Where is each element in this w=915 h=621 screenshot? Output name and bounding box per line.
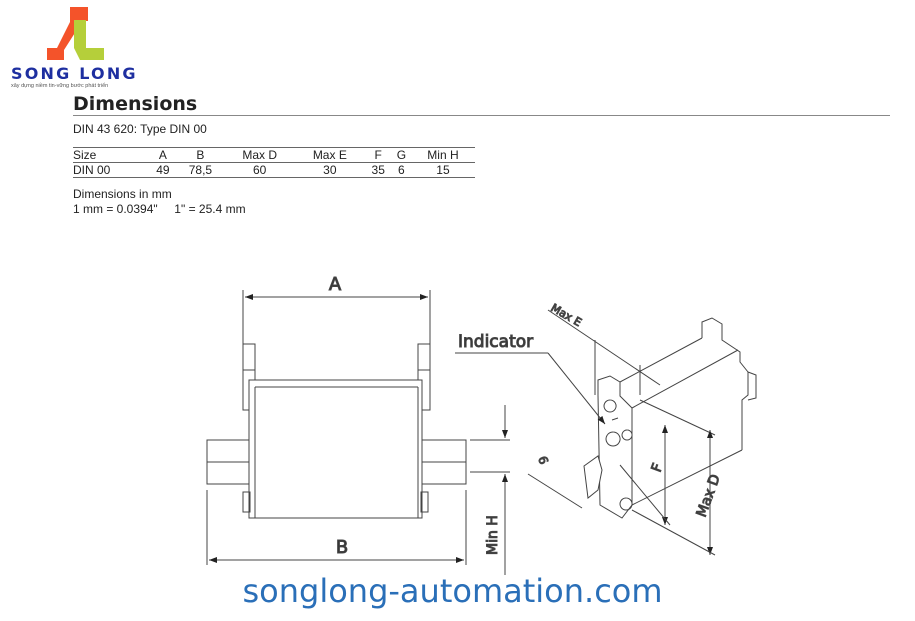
- dim-min-h-label: Min H: [485, 515, 501, 555]
- cell: 15: [436, 163, 450, 177]
- page-title: Dimensions: [73, 93, 198, 115]
- dim-g-label: 6: [535, 454, 551, 466]
- logo-icon: [47, 7, 104, 60]
- dimensions-table: Size A B Max D Max E F G Min H DIN 00 49…: [73, 147, 475, 178]
- cell: DIN 00: [73, 163, 111, 177]
- dim-f-label: F: [649, 461, 667, 474]
- title-divider: [73, 115, 890, 116]
- brand-tagline: xây dựng niềm tin-vững bước phát triển: [11, 83, 109, 89]
- cell: 6: [398, 163, 405, 177]
- header-b: B: [196, 148, 205, 162]
- isometric-view: [455, 309, 757, 556]
- header-size: Size: [73, 148, 97, 162]
- dim-b-label: B: [336, 537, 348, 558]
- header-max-e: Max E: [312, 148, 347, 162]
- dim-a-label: A: [329, 274, 342, 295]
- cell: 49: [156, 163, 170, 177]
- indicator-label: Indicator: [458, 332, 533, 352]
- unit-note: Dimensions in mm: [73, 187, 172, 201]
- dim-max-d-label: Max D: [694, 472, 724, 519]
- website-url: songlong-automation.com: [242, 572, 663, 610]
- cell: 78,5: [188, 163, 213, 177]
- brand-name: SONG LONG: [11, 64, 138, 83]
- cell: 30: [323, 163, 337, 177]
- subtitle: DIN 43 620: Type DIN 00: [73, 122, 207, 136]
- cell: 35: [371, 163, 385, 177]
- header-max-d: Max D: [242, 148, 278, 162]
- table-header-row: Size A B Max D Max E F G Min H: [73, 147, 475, 163]
- front-view: [206, 290, 510, 575]
- conversion-note: 1 mm = 0.0394" 1" = 25.4 mm: [73, 202, 246, 216]
- header-a: A: [158, 148, 167, 162]
- header-min-h: Min H: [427, 148, 459, 162]
- dim-max-e-label: Max E: [549, 301, 584, 329]
- cell: 60: [253, 163, 267, 177]
- header-f: F: [374, 148, 382, 162]
- table-row: DIN 00 49 78,5 60 30 35 6 15: [73, 163, 475, 178]
- header-g: G: [396, 148, 407, 162]
